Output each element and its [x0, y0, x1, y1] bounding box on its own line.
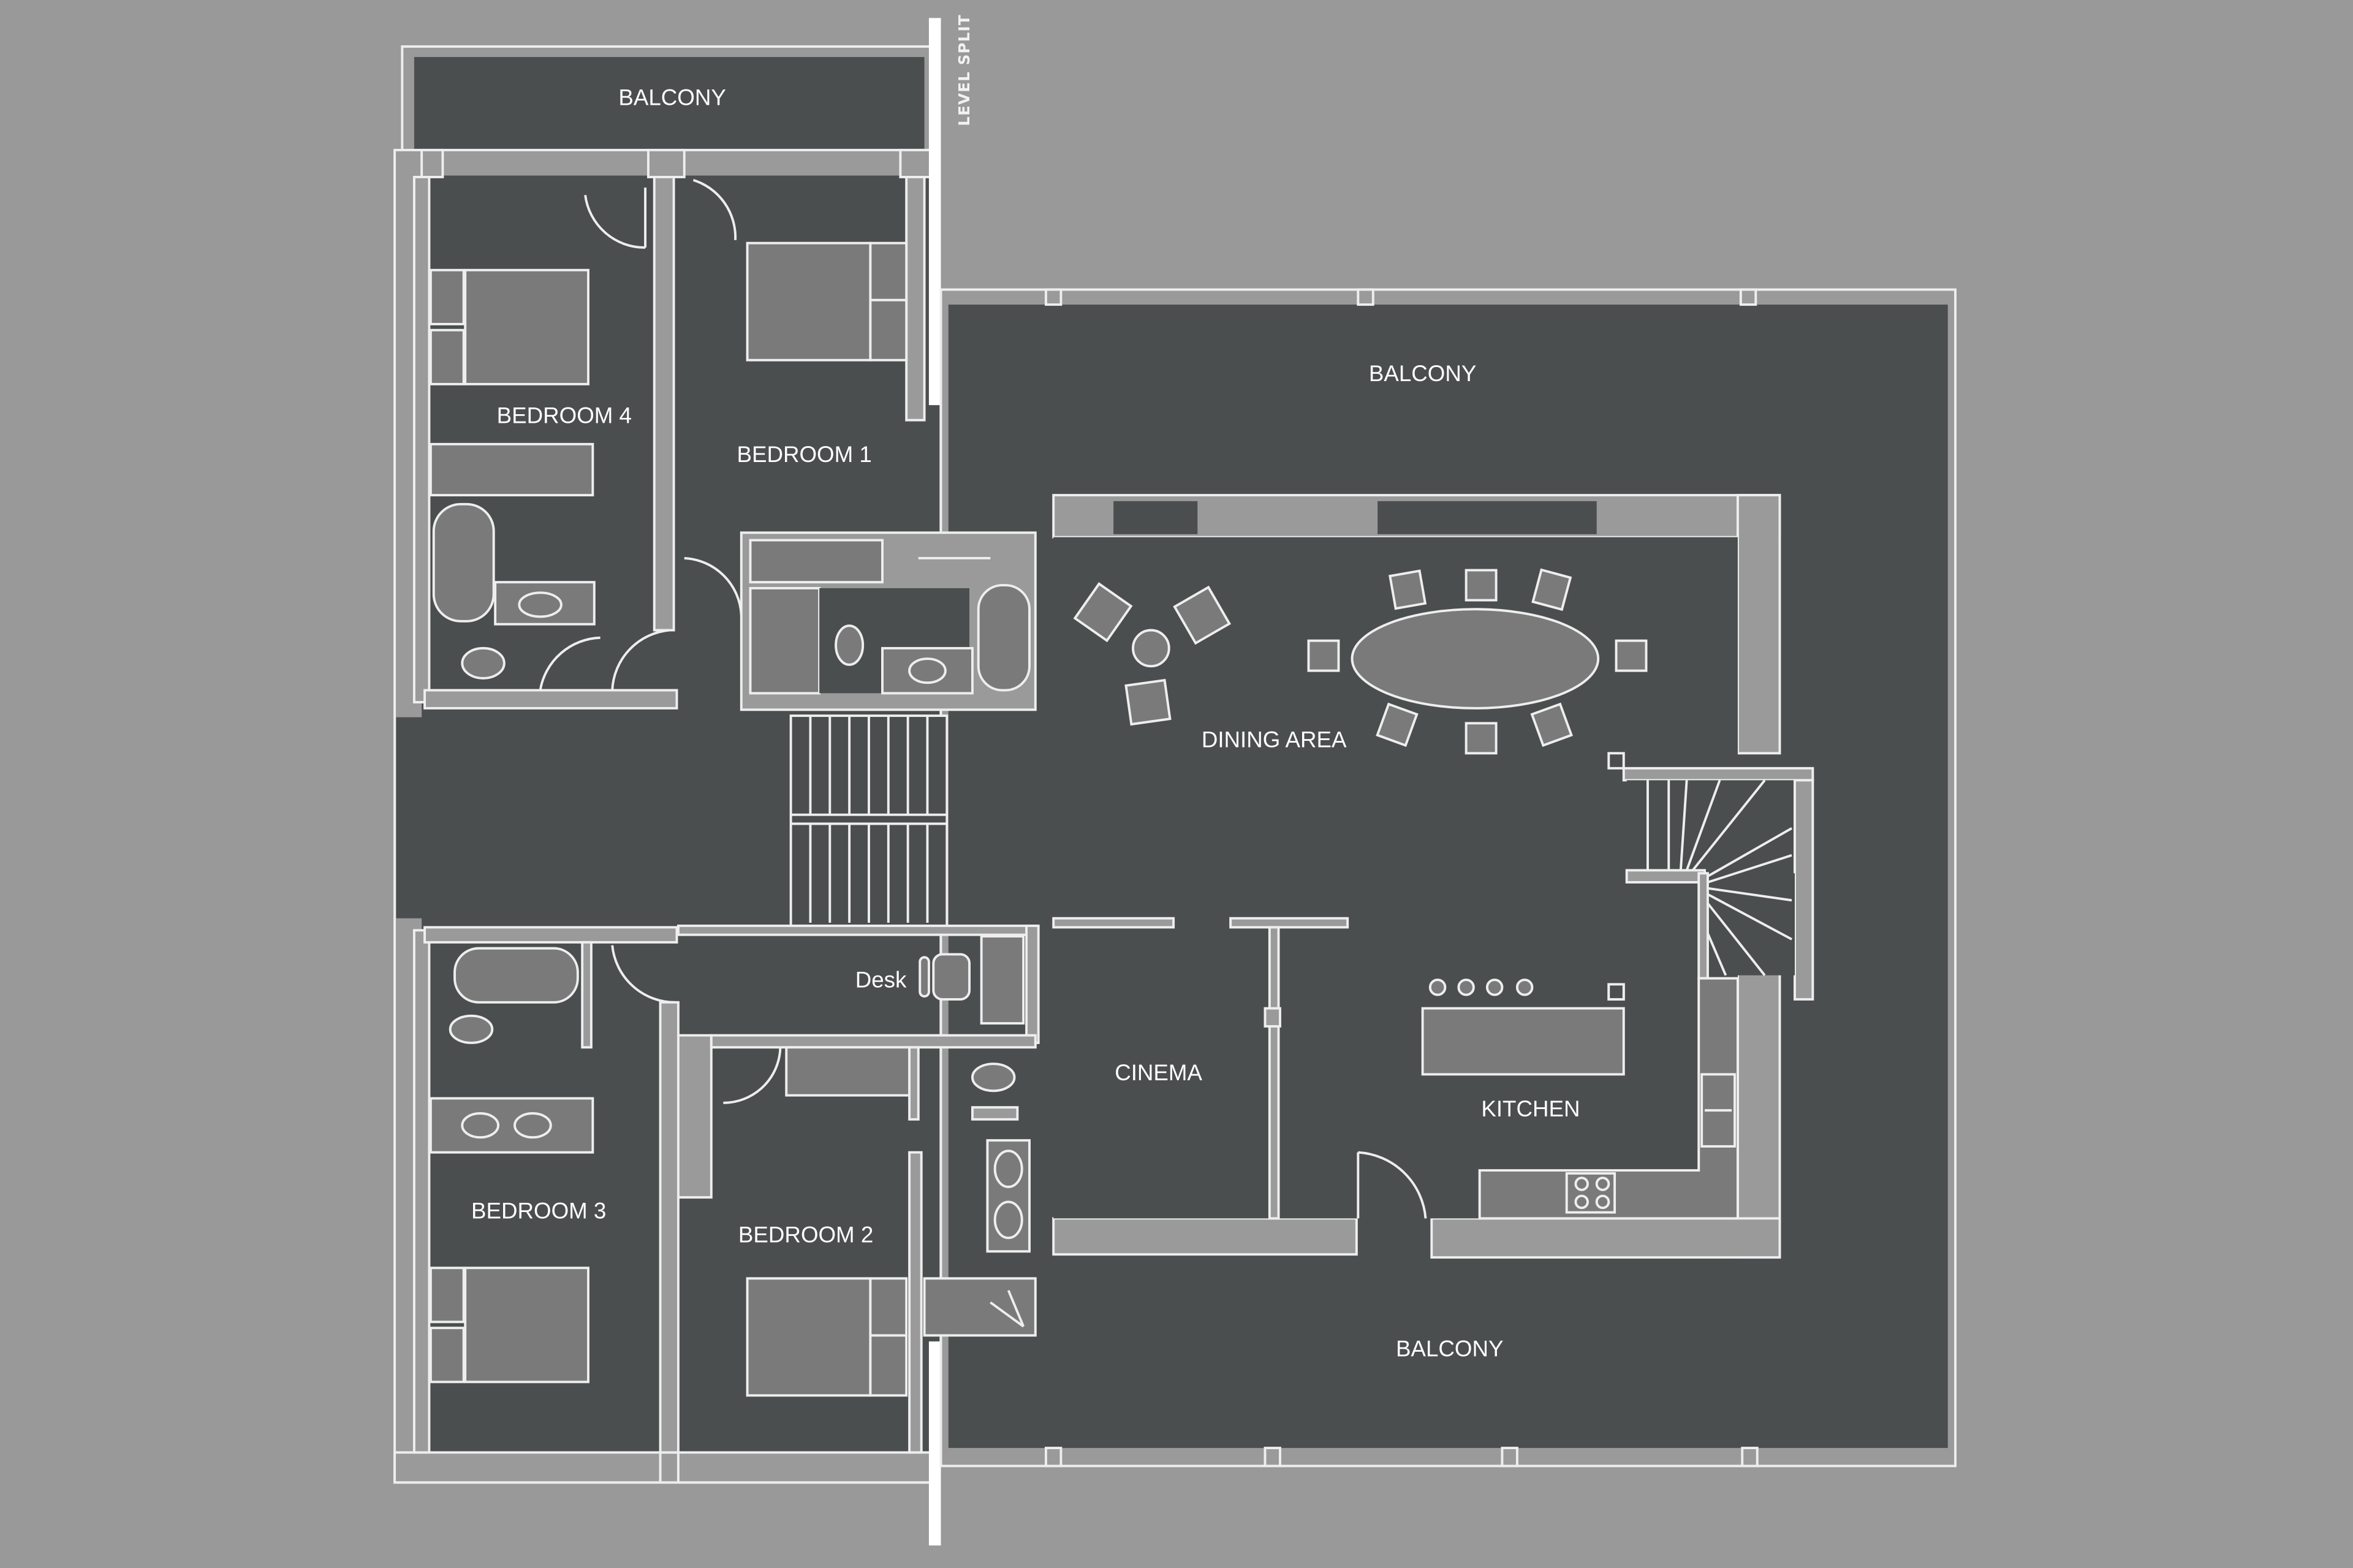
kitchen-label: KITCHEN: [1481, 1096, 1580, 1121]
lounge-chairs: [1073, 582, 1232, 726]
dining-area-label: DINING AREA: [1202, 727, 1347, 752]
desk-label: Desk: [855, 967, 907, 992]
cinema-label: CINEMA: [1115, 1060, 1202, 1085]
level-split-label: LEVEL SPLIT: [955, 14, 973, 126]
balcony-top-left-label: BALCONY: [618, 85, 726, 110]
bedroom-4-furniture: [423, 187, 678, 710]
center-staircase: [789, 714, 949, 927]
bedroom-2-furniture: [710, 1034, 1037, 1454]
desk-area: [676, 924, 1040, 1044]
balcony-bottom-label: BALCONY: [1396, 1336, 1504, 1362]
kitchen-island: [1421, 1007, 1625, 1076]
bed: [464, 1267, 589, 1384]
bedroom-3-furniture: [423, 926, 713, 1454]
bedroom-3-label: BEDROOM 3: [471, 1198, 606, 1223]
bed: [746, 241, 872, 362]
balcony-top-right-label: BALCONY: [1369, 361, 1477, 386]
bedroom-2-label: BEDROOM 2: [738, 1222, 873, 1248]
kitchen-fittings: [1421, 977, 1739, 1220]
dining-table: [1351, 608, 1600, 710]
bed: [746, 1277, 872, 1397]
bed: [464, 268, 589, 385]
bedroom-1-furniture: [684, 178, 1037, 711]
bedroom-1-label: BEDROOM 1: [737, 442, 871, 467]
cinema-partition: [1052, 917, 1427, 1220]
bedroom-4-label: BEDROOM 4: [497, 403, 632, 428]
dining-table-set: [1307, 568, 1648, 755]
spiral-staircase: [1607, 752, 1814, 1001]
desk: [980, 935, 1025, 1025]
